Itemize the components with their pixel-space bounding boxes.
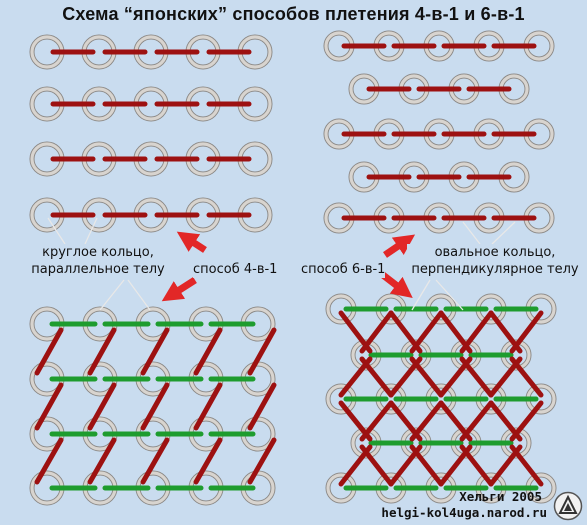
callout-line <box>99 279 125 311</box>
red-link <box>338 356 373 398</box>
red-link <box>509 310 544 354</box>
triangle-helmet-logo-icon <box>553 491 583 521</box>
red-link <box>34 327 64 376</box>
arrow-to-6in1-row <box>383 234 416 258</box>
credit-author: Хельги 2005 <box>459 489 542 504</box>
credit-site: helgi-kol4uga.narod.ru <box>381 505 547 520</box>
callout-line <box>491 221 516 245</box>
red-link <box>34 437 64 485</box>
label-round-ring-line2: параллельное телу <box>31 262 165 277</box>
arrow-to-6in1-mesh <box>380 272 413 298</box>
red-link <box>87 382 117 431</box>
label-round-ring: круглое кольцо, параллельное телу <box>28 244 168 278</box>
label-oval-ring-line1: овальное кольцо, <box>434 245 556 260</box>
red-link <box>388 356 423 398</box>
callout-line <box>462 221 481 245</box>
red-link <box>87 437 117 485</box>
red-link <box>87 327 117 376</box>
red-link <box>247 382 277 431</box>
red-link <box>193 437 223 485</box>
red-link <box>459 310 494 354</box>
red-link <box>247 327 277 376</box>
red-link <box>140 437 170 485</box>
callout-line <box>411 279 431 311</box>
page-title: Схема “японских” способов плетения 4-в-1… <box>62 4 525 24</box>
red-link <box>359 310 394 354</box>
label-method-6in1: способ 6-в-1 <box>301 261 386 278</box>
red-link <box>193 382 223 431</box>
red-link <box>140 382 170 431</box>
red-link <box>140 327 170 376</box>
callout-line <box>47 217 66 245</box>
red-link <box>34 382 64 431</box>
label-oval-ring-line2: перпендикулярное телу <box>411 262 579 277</box>
red-link <box>338 444 373 487</box>
label-method-4in1: способ 4-в-1 <box>193 261 278 278</box>
callout-line <box>127 279 151 311</box>
label-round-ring-line1: круглое кольцо, <box>42 245 154 260</box>
callout-line <box>84 217 98 245</box>
red-link <box>247 437 277 485</box>
red-link <box>488 444 523 487</box>
red-link <box>488 356 523 398</box>
red-link <box>409 310 444 354</box>
arrow-to-4in1-row <box>176 231 207 253</box>
red-link <box>459 400 494 442</box>
red-link <box>193 327 223 376</box>
red-link <box>409 400 444 442</box>
red-link <box>438 356 473 398</box>
arrow-to-4in1-mesh <box>161 277 197 302</box>
callout-line <box>435 279 464 311</box>
label-oval-ring: овальное кольцо, перпендикулярное телу <box>407 244 583 278</box>
red-link <box>438 444 473 487</box>
red-link <box>359 400 394 442</box>
red-link <box>509 400 544 442</box>
red-link <box>388 444 423 487</box>
